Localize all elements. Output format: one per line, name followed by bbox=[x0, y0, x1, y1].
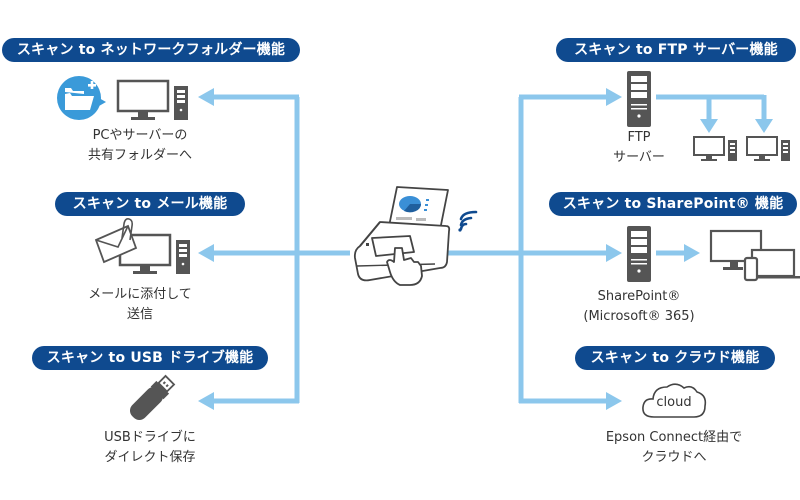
pill-email: スキャン to メール機能 bbox=[55, 192, 245, 216]
caption-line: メールに添付して bbox=[88, 287, 192, 302]
envelope-clip-icon bbox=[94, 218, 138, 264]
arrowhead-left-2 bbox=[198, 244, 214, 262]
left-connector-lines bbox=[294, 97, 350, 403]
multi-device-icon bbox=[709, 229, 800, 282]
caption-line: FTP bbox=[627, 130, 651, 145]
server-icon bbox=[627, 71, 651, 127]
pill-cloud: スキャン to クラウド機能 bbox=[575, 346, 775, 370]
caption-line: 共有フォルダーへ bbox=[87, 148, 192, 163]
caption-line: ダイレクト保存 bbox=[104, 450, 196, 465]
arrowhead-ftp-pc1 bbox=[700, 119, 718, 133]
desktop-pc-icon bbox=[746, 136, 790, 161]
arrowhead-ftp-pc2 bbox=[755, 119, 773, 133]
arrowhead-right-1 bbox=[606, 88, 622, 106]
caption-email: メールに添付して 送信 bbox=[60, 285, 220, 325]
caption-line: Epson Connect経由で bbox=[605, 430, 743, 445]
caption-network-folder: PCやサーバーの 共有フォルダーへ bbox=[60, 126, 220, 166]
caption-line: クラウドへ bbox=[641, 450, 707, 465]
desktop-pc-icon bbox=[693, 136, 737, 161]
arrowhead-right-3 bbox=[606, 392, 622, 410]
desktop-pc-icon bbox=[116, 79, 188, 120]
server-icon bbox=[627, 226, 651, 282]
caption-sharepoint: SharePoint® (Microsoft® 365) bbox=[569, 287, 709, 327]
pill-sharepoint: スキャン to SharePoint® 機能 bbox=[549, 192, 797, 216]
pill-ftp: スキャン to FTP サーバー機能 bbox=[556, 38, 796, 62]
usb-drive-icon bbox=[129, 374, 176, 421]
caption-cloud: Epson Connect経由で クラウドへ bbox=[574, 428, 774, 468]
pill-usb: スキャン to USB ドライブ機能 bbox=[32, 346, 268, 370]
scanner-icon bbox=[353, 186, 451, 286]
caption-line: 送信 bbox=[126, 307, 153, 322]
pill-network-folder: スキャン to ネットワークフォルダー機能 bbox=[2, 38, 300, 62]
left-arrows bbox=[214, 94, 299, 404]
arrowhead-sharepoint-devices bbox=[684, 244, 700, 262]
caption-line: PCやサーバーの bbox=[92, 128, 188, 143]
caption-usb: USBドライブに ダイレクト保存 bbox=[70, 428, 230, 468]
cloud-label: cloud bbox=[656, 395, 692, 410]
arrowhead-left-1 bbox=[198, 88, 214, 106]
wifi-icon bbox=[458, 210, 478, 232]
caption-line: USBドライブに bbox=[104, 430, 196, 445]
folder-plus-icon bbox=[57, 76, 106, 120]
caption-ftp: FTP サーバー bbox=[599, 128, 679, 168]
caption-line: SharePoint® bbox=[597, 289, 681, 304]
arrowhead-right-2 bbox=[606, 244, 622, 262]
caption-line: サーバー bbox=[613, 150, 665, 165]
caption-line: (Microsoft® 365) bbox=[583, 309, 695, 324]
right-connector-lines bbox=[445, 94, 767, 404]
arrowhead-left-3 bbox=[198, 392, 214, 410]
cloud-icon bbox=[642, 383, 707, 418]
